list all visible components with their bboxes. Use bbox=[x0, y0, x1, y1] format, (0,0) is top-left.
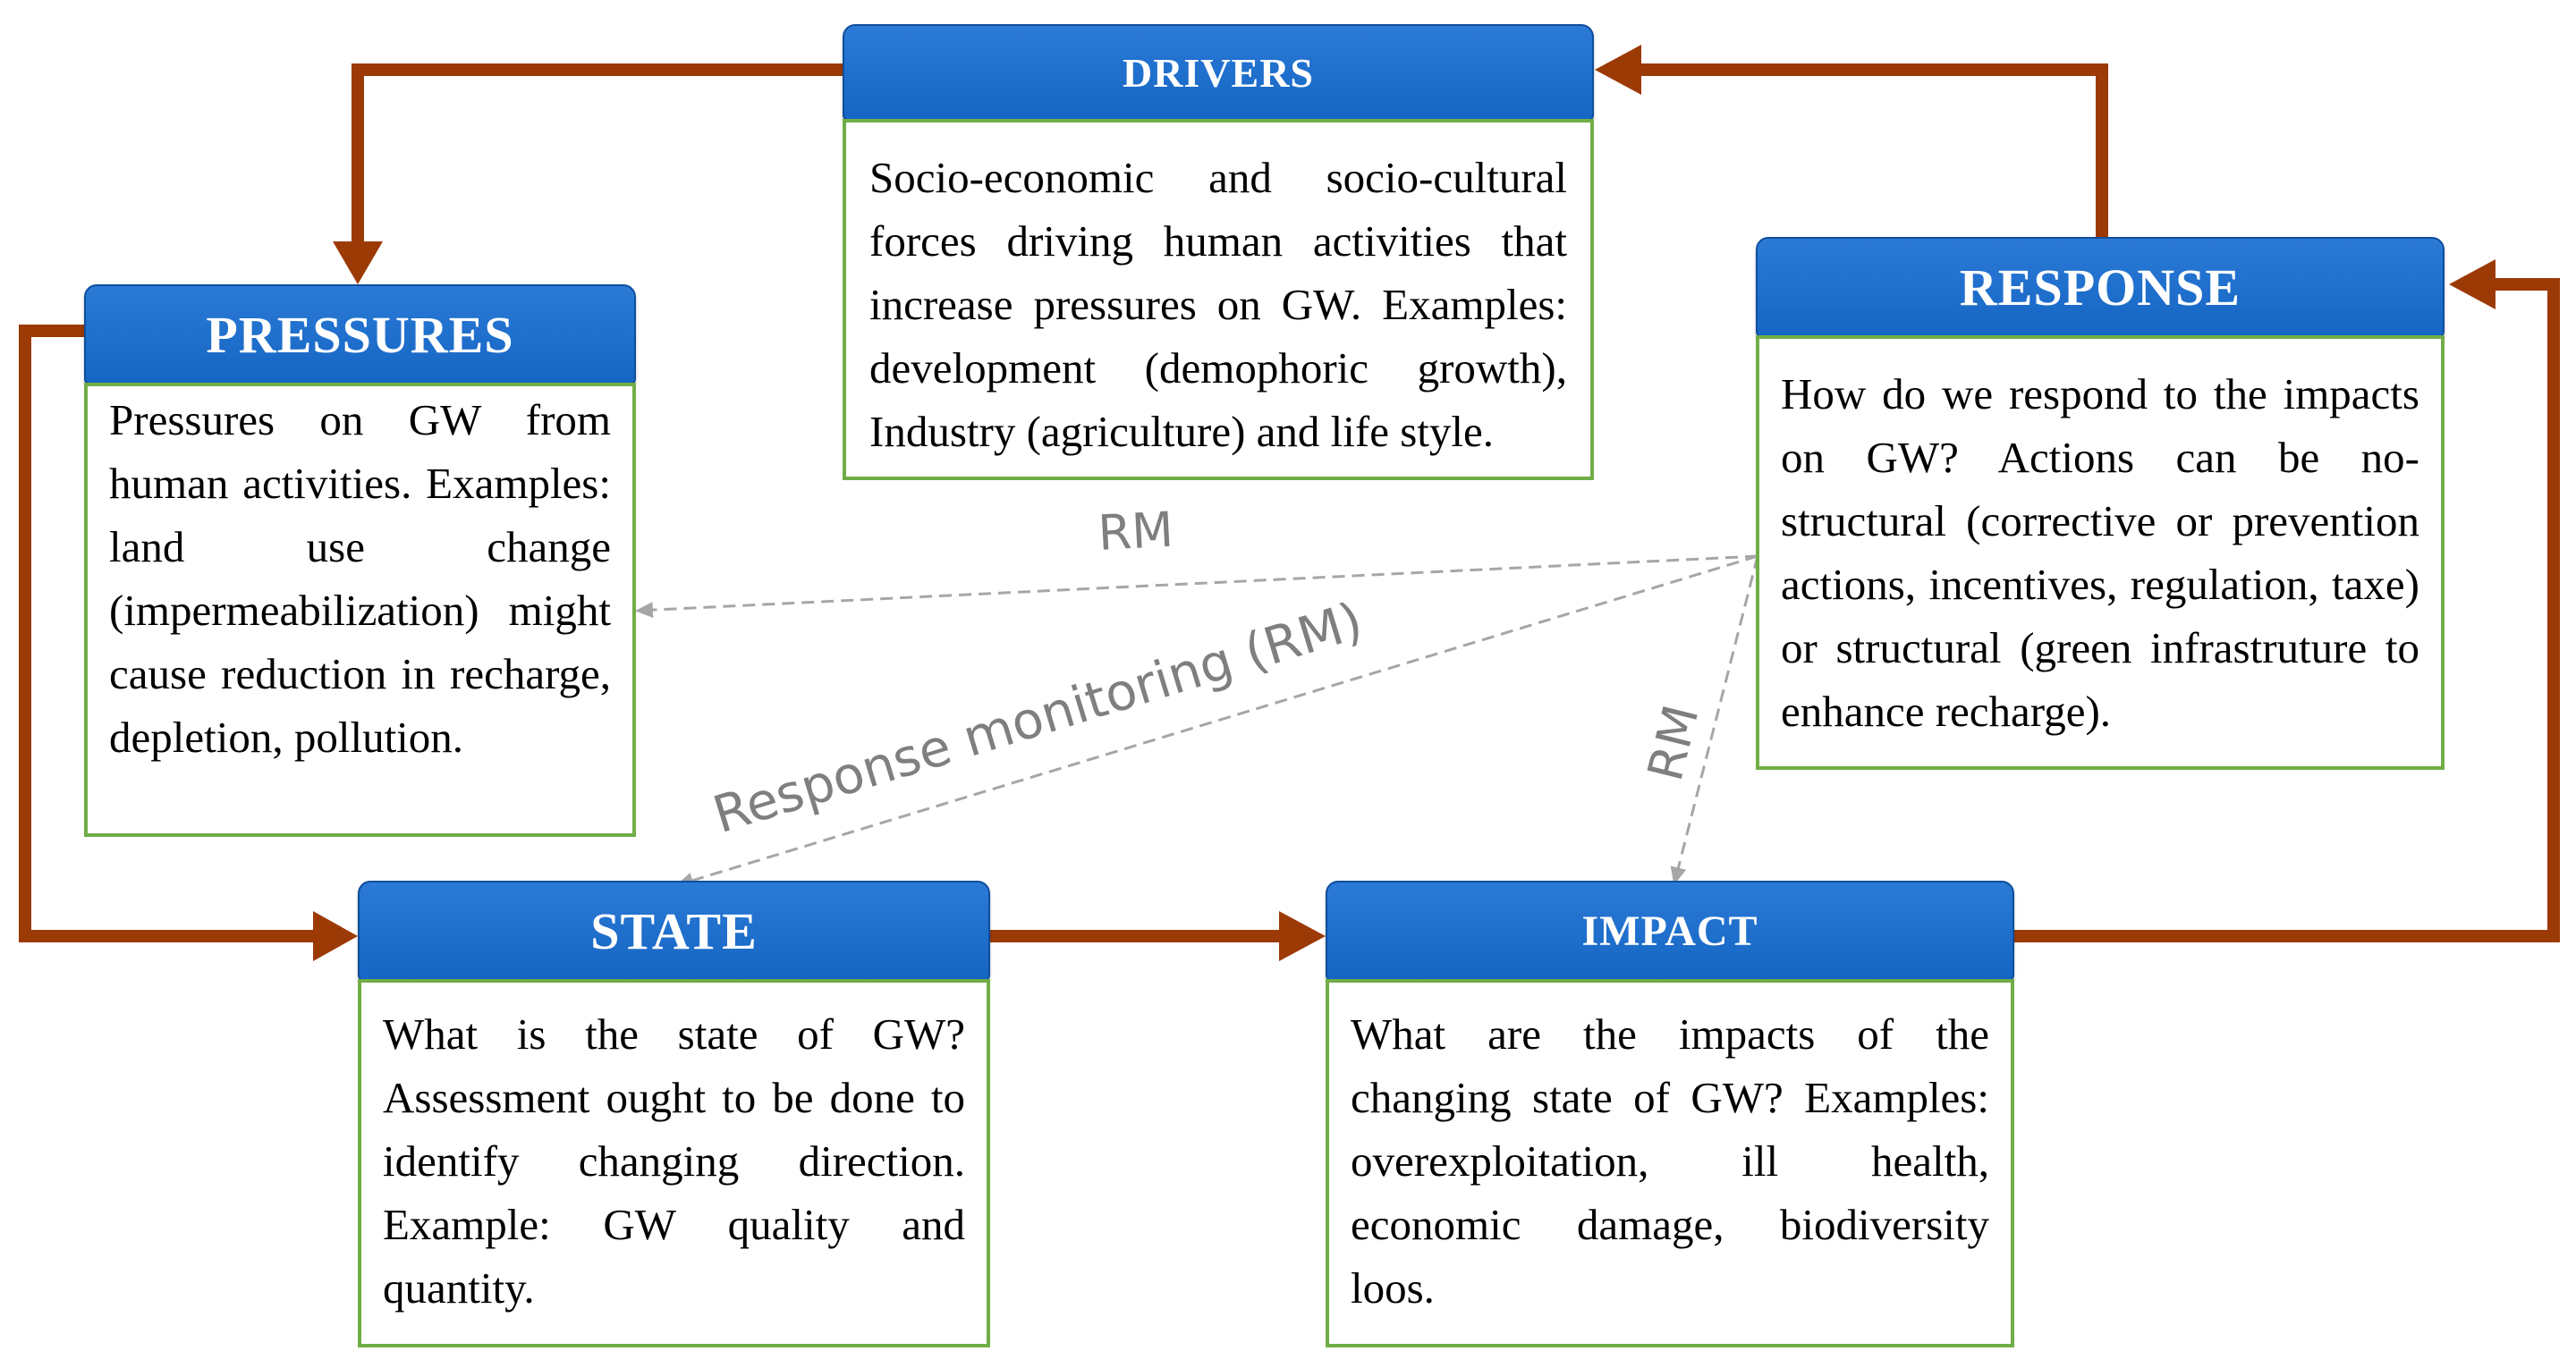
arrowhead-impact-to-response bbox=[2449, 259, 2496, 309]
monitoring-arrow-to-state bbox=[675, 554, 1758, 889]
arrow-impact-to-response bbox=[2012, 278, 2560, 942]
impact-node: IMPACT What are the impacts of the chang… bbox=[1326, 881, 2014, 1347]
state-description: What is the state of GW? Assessment ough… bbox=[358, 979, 990, 1347]
impact-header: IMPACT bbox=[1326, 881, 2014, 981]
monitoring-arrow-to-impact bbox=[1670, 555, 1759, 885]
drivers-header: DRIVERS bbox=[843, 24, 1594, 121]
monitoring-arrow-to-pressures bbox=[635, 554, 1758, 619]
drivers-description: Socio-economic and socio-cultural forces… bbox=[843, 119, 1594, 480]
arrow-response-to-drivers bbox=[1632, 63, 2108, 240]
drivers-node: DRIVERS Socio-economic and socio-cultura… bbox=[843, 24, 1594, 480]
pressures-description: Pressures on GW from human activities. E… bbox=[84, 383, 636, 837]
state-header: STATE bbox=[358, 881, 990, 981]
arrow-pressures-to-state bbox=[19, 325, 322, 942]
pressures-header: PRESSURES bbox=[84, 284, 636, 384]
response-description: How do we respond to the impacts on GW? … bbox=[1756, 335, 2445, 770]
arrow-drivers-to-pressures bbox=[352, 63, 845, 250]
arrowhead-pressures-to-state bbox=[313, 911, 358, 961]
state-node: STATE What is the state of GW? Assessmen… bbox=[358, 881, 990, 1347]
impact-description: What are the impacts of the changing sta… bbox=[1326, 979, 2014, 1347]
arrowhead-state-to-impact bbox=[1279, 911, 1326, 961]
response-node: RESPONSE How do we respond to the impact… bbox=[1756, 237, 2445, 770]
arrowhead-drivers-to-pressures bbox=[333, 241, 383, 284]
rm-label-pressures: RM bbox=[1097, 501, 1175, 562]
arrowhead-response-to-drivers bbox=[1595, 45, 1641, 95]
pressures-node: PRESSURES Pressures on GW from human act… bbox=[84, 284, 636, 837]
response-header: RESPONSE bbox=[1756, 237, 2445, 337]
